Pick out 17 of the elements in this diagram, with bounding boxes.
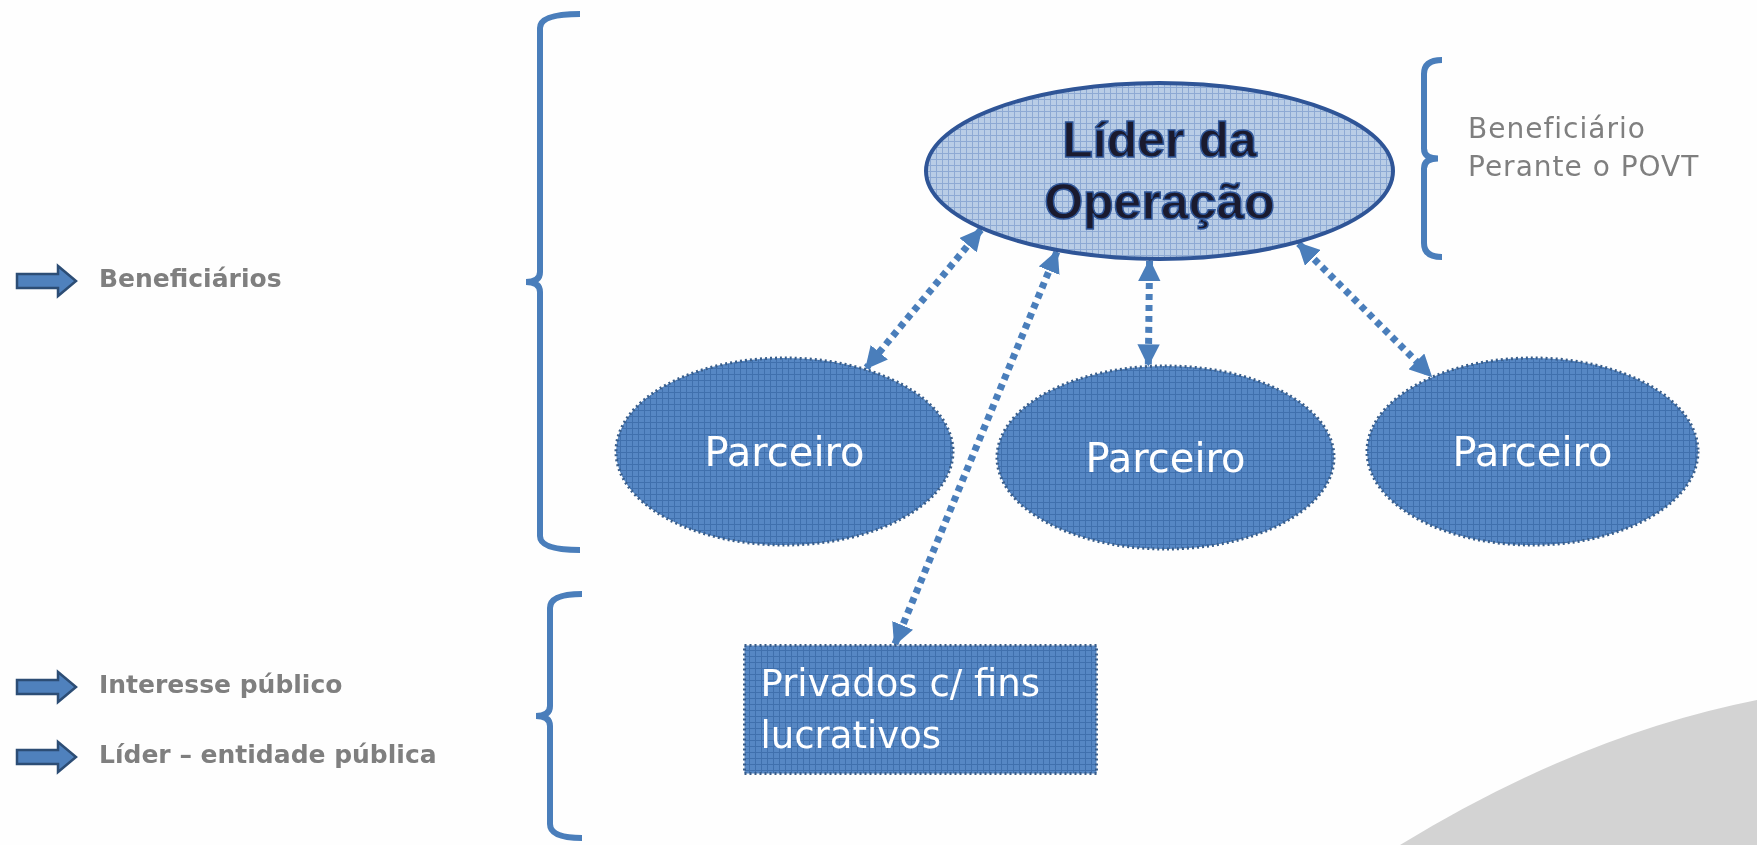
dotted-double-arrow [1137,258,1161,367]
bullet-text: Líder – entidade pública [99,740,437,769]
node-label: Privados c/ fins lucrativos [760,660,1041,759]
dotted-double-arrow [863,227,984,370]
ellipse-node [924,81,1395,261]
ellipse-node [995,364,1336,551]
dotted-double-arrow [1296,241,1434,379]
node-label: Parceiro [704,428,865,475]
bullet-text: Beneficiários [99,264,282,293]
ellipse-node [1365,356,1700,547]
node-label: Parceiro [1452,428,1613,475]
annotation-text: Beneficiário Perante o POVT [1468,111,1701,185]
process-box [743,644,1098,775]
bullet-text: Interesse público [99,670,343,699]
node-label: Parceiro [1085,434,1246,481]
ellipse-node [614,356,955,547]
node-title: Líder da Operação [1043,111,1276,232]
